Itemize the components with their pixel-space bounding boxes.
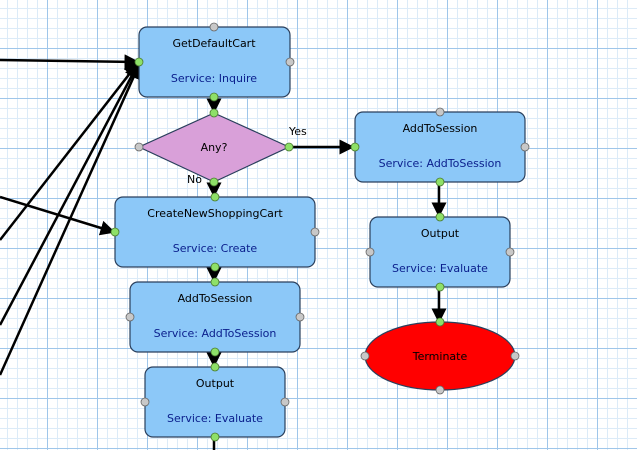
connector-bottom[interactable] bbox=[435, 282, 445, 292]
edge-incoming-5[interactable] bbox=[0, 195, 116, 236]
connector-top[interactable] bbox=[210, 362, 220, 372]
connector-bottom[interactable] bbox=[210, 347, 220, 357]
connector-top[interactable] bbox=[435, 317, 445, 327]
connector-left[interactable] bbox=[134, 57, 144, 67]
connector-right[interactable] bbox=[284, 142, 294, 152]
connector-bottom[interactable] bbox=[210, 432, 220, 442]
node-title: AddToSession bbox=[403, 122, 478, 135]
node-any-decision[interactable]: Any? bbox=[134, 108, 294, 187]
connector-left[interactable] bbox=[365, 247, 375, 257]
connector-right[interactable] bbox=[505, 247, 515, 257]
connector-left[interactable] bbox=[360, 351, 370, 361]
edge-incoming-3[interactable] bbox=[0, 62, 140, 326]
connector-left[interactable] bbox=[140, 397, 150, 407]
connector-right[interactable] bbox=[310, 227, 320, 237]
edge-incoming-4[interactable] bbox=[0, 63, 141, 376]
connector-bottom[interactable] bbox=[435, 177, 445, 187]
edge-incoming-1[interactable] bbox=[0, 54, 140, 70]
node-service: Service: AddToSession bbox=[154, 327, 277, 340]
node-title: GetDefaultCart bbox=[172, 37, 256, 50]
connector-right[interactable] bbox=[520, 142, 530, 152]
node-service: Service: Inquire bbox=[171, 72, 257, 85]
node-get-default-cart[interactable]: GetDefaultCart Service: Inquire bbox=[134, 22, 295, 102]
node-service: Service: Evaluate bbox=[392, 262, 488, 275]
connector-top[interactable] bbox=[209, 22, 219, 32]
edge-label-yes: Yes bbox=[288, 125, 307, 138]
edge-incoming-2[interactable] bbox=[0, 61, 139, 241]
node-service: Service: Create bbox=[173, 242, 258, 255]
node-title: CreateNewShoppingCart bbox=[147, 207, 283, 220]
connector-bottom[interactable] bbox=[209, 177, 219, 187]
connector-left[interactable] bbox=[134, 142, 144, 152]
node-title: AddToSession bbox=[178, 292, 253, 305]
node-add-to-session-right[interactable]: AddToSession Service: AddToSession bbox=[350, 107, 530, 187]
node-service: Service: AddToSession bbox=[379, 157, 502, 170]
node-output-left[interactable]: Output Service: Evaluate bbox=[140, 362, 290, 442]
edge-label-no: No bbox=[187, 173, 202, 186]
connector-left[interactable] bbox=[110, 227, 120, 237]
node-create-new-shopping-cart[interactable]: CreateNewShoppingCart Service: Create bbox=[110, 192, 320, 272]
decision-label: Any? bbox=[201, 141, 228, 154]
connector-top[interactable] bbox=[210, 277, 220, 287]
node-add-to-session-left[interactable]: AddToSession Service: AddToSession bbox=[125, 277, 305, 357]
connector-right[interactable] bbox=[280, 397, 290, 407]
node-title: Output bbox=[196, 377, 235, 390]
connector-left[interactable] bbox=[125, 312, 135, 322]
node-terminate[interactable]: Terminate bbox=[360, 317, 520, 395]
connector-right[interactable] bbox=[295, 312, 305, 322]
connector-top[interactable] bbox=[435, 107, 445, 117]
node-output-right[interactable]: Output Service: Evaluate bbox=[365, 212, 515, 292]
connector-top[interactable] bbox=[210, 192, 220, 202]
connector-bottom[interactable] bbox=[210, 262, 220, 272]
node-title: Output bbox=[421, 227, 460, 240]
connector-left[interactable] bbox=[350, 142, 360, 152]
connector-right[interactable] bbox=[285, 57, 295, 67]
terminate-label: Terminate bbox=[412, 350, 468, 363]
connector-right[interactable] bbox=[510, 351, 520, 361]
connector-top[interactable] bbox=[435, 212, 445, 222]
connector-bottom[interactable] bbox=[435, 385, 445, 395]
connector-top[interactable] bbox=[209, 108, 219, 118]
connector-bottom[interactable] bbox=[209, 92, 219, 102]
node-service: Service: Evaluate bbox=[167, 412, 263, 425]
